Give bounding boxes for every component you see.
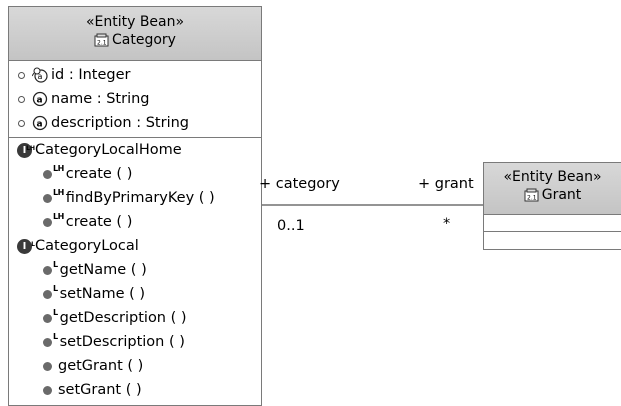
attribute-icon: a (32, 115, 48, 131)
method-row[interactable]: L setName ( ) (17, 282, 261, 306)
category-stereotype: «Entity Bean» (85, 14, 185, 30)
interface-name: CategoryLocal (35, 238, 139, 254)
attributes-compartment: a id : Integer a name : String (9, 61, 261, 138)
method-icon (43, 361, 52, 371)
left-role-label: + category (259, 176, 340, 192)
local-badge: L (53, 284, 58, 293)
method-icon (43, 169, 52, 179)
method-icon (43, 217, 52, 227)
interface-name: CategoryLocalHome (35, 142, 182, 158)
method-icon (43, 385, 52, 395)
method-row[interactable]: L setDescription ( ) (17, 330, 261, 354)
method-row[interactable]: LH findByPrimaryKey ( ) (17, 186, 261, 210)
grant-name-row: 2.1 Grant (524, 186, 582, 204)
method-label: setGrant ( ) (58, 382, 142, 398)
left-multiplicity-label: 0..1 (277, 218, 305, 234)
category-name-row: 2.1 Category (94, 31, 176, 49)
local-badge: L (53, 260, 58, 269)
method-icon (43, 265, 52, 275)
right-multiplicity-label: * (443, 216, 451, 232)
public-visibility-icon (13, 115, 29, 131)
method-label: getName ( ) (59, 262, 147, 278)
method-label: getDescription ( ) (59, 310, 187, 326)
method-icon (43, 289, 52, 299)
category-entity[interactable]: «Entity Bean» 2.1 Category a (8, 6, 262, 406)
grant-header: «Entity Bean» 2.1 Grant (484, 163, 621, 215)
key-attribute-icon: a (31, 67, 48, 83)
attribute-row[interactable]: a description : String (13, 111, 261, 135)
grant-operations-compartment (484, 232, 621, 248)
method-row[interactable]: LH create ( ) (17, 210, 261, 234)
public-visibility-icon (13, 91, 29, 107)
method-icon (43, 193, 52, 203)
method-row[interactable]: setGrant ( ) (17, 378, 261, 402)
grant-name: Grant (541, 187, 582, 203)
method-label: getGrant ( ) (58, 358, 144, 374)
grant-attributes-compartment (484, 215, 621, 232)
method-icon (43, 313, 52, 323)
svg-text:a: a (38, 72, 43, 81)
svg-text:a: a (37, 96, 43, 106)
svg-text:2.1: 2.1 (527, 195, 537, 202)
local-home-badge: LH (53, 164, 64, 173)
local-badge: L (53, 332, 58, 341)
method-row[interactable]: L getName ( ) (17, 258, 261, 282)
local-home-badge: LH (53, 212, 64, 221)
local-badge: L (53, 308, 58, 317)
category-header: «Entity Bean» 2.1 Category (9, 7, 261, 61)
public-visibility-icon (13, 67, 29, 83)
method-label: findByPrimaryKey ( ) (65, 190, 215, 206)
method-label: create ( ) (65, 166, 133, 182)
grant-entity[interactable]: «Entity Bean» 2.1 Grant (483, 162, 621, 250)
method-row[interactable]: getGrant ( ) (17, 354, 261, 378)
category-name: Category (112, 32, 176, 48)
method-row[interactable]: L getDescription ( ) (17, 306, 261, 330)
entity-bean-icon: 2.1 (524, 188, 539, 202)
attribute-row[interactable]: a name : String (13, 87, 261, 111)
grant-stereotype: «Entity Bean» (503, 169, 602, 185)
method-row[interactable]: LH create ( ) (17, 162, 261, 186)
entity-bean-icon: 2.1 (94, 33, 109, 47)
right-role-label: + grant (418, 176, 474, 192)
local-home-badge: LH (53, 188, 64, 197)
svg-text:2.1: 2.1 (97, 40, 107, 47)
method-label: setName ( ) (59, 286, 146, 302)
method-icon (43, 337, 52, 347)
svg-text:a: a (37, 120, 43, 130)
attribute-row[interactable]: a id : Integer (13, 63, 261, 87)
attribute-icon: a (32, 91, 48, 107)
attribute-label: name : String (51, 91, 150, 107)
attribute-label: description : String (51, 115, 189, 131)
attribute-label: id : Integer (51, 67, 131, 83)
method-label: create ( ) (65, 214, 133, 230)
method-label: setDescription ( ) (59, 334, 185, 350)
